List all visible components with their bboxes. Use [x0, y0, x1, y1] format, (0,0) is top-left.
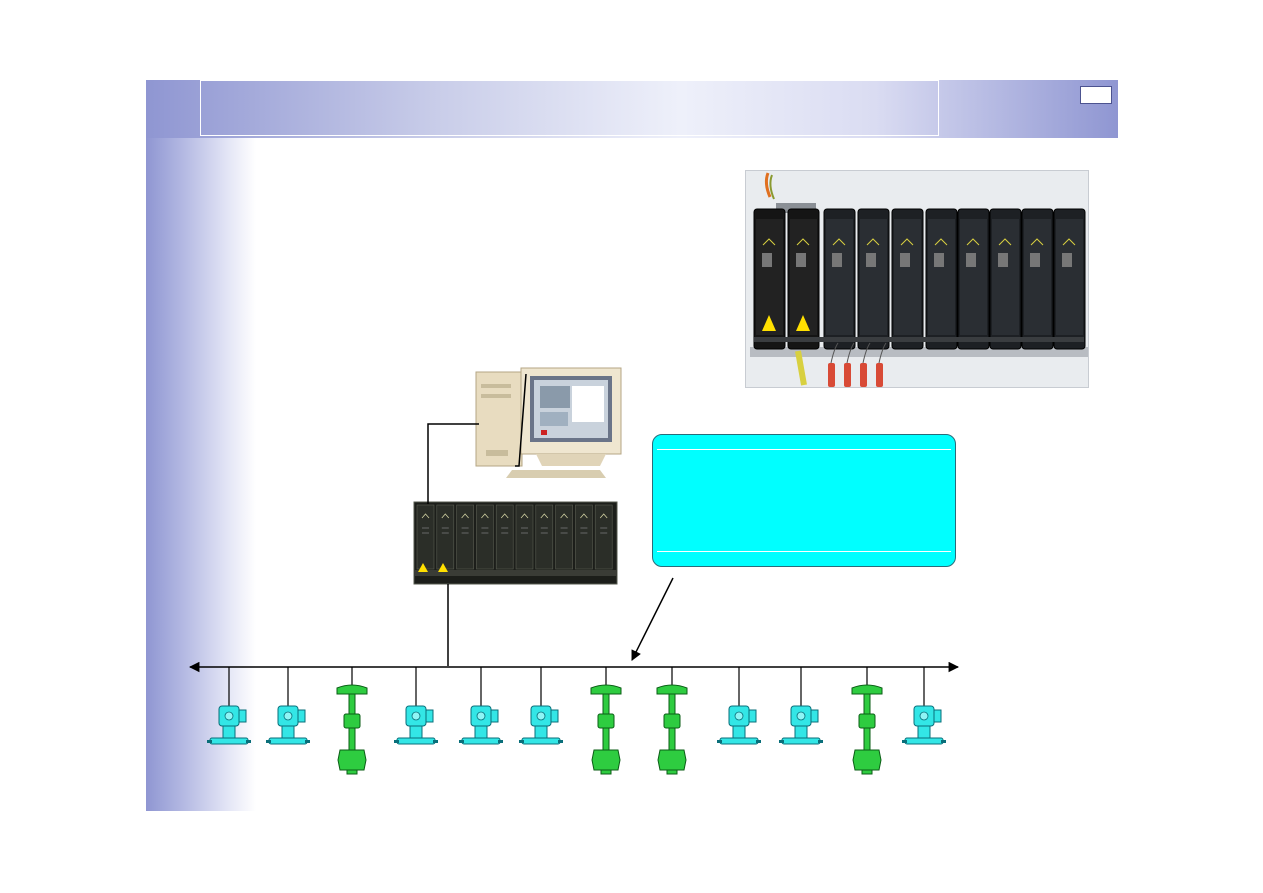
control-valve-icon [656, 667, 688, 775]
rack-module [456, 504, 474, 570]
control-valve-icon [590, 667, 622, 775]
photo-module [1021, 208, 1054, 350]
callout-pointer-arrow [631, 577, 674, 661]
pressure-transmitter-icon [394, 667, 438, 745]
rack-module [555, 504, 573, 570]
slide-title-band [146, 80, 1118, 138]
pressure-transmitter-icon [266, 667, 310, 745]
pressure-transmitter-icon [717, 667, 761, 745]
pressure-transmitter-icon [902, 667, 946, 745]
page-number-badge [1080, 86, 1112, 104]
pressure-transmitter-icon [779, 667, 823, 745]
rack-module [594, 504, 613, 570]
rack-module [575, 504, 593, 570]
callout-bottom-rule [657, 551, 951, 552]
photo-module [857, 208, 890, 350]
pressure-transmitter-icon [459, 667, 503, 745]
control-valve-icon [851, 667, 883, 775]
field-devices [207, 667, 946, 775]
controller-hardware-photo [745, 170, 1089, 388]
rack-module [476, 504, 494, 570]
photo-module [925, 208, 958, 350]
pressure-transmitter-icon [519, 667, 563, 745]
photo-module [957, 208, 990, 350]
control-valve-icon [336, 667, 368, 775]
rack-module [416, 504, 435, 570]
photo-module [787, 208, 820, 350]
slide-title-box [200, 80, 939, 136]
controller-hardware-photo-icon [750, 172, 1088, 387]
slide-side-band [146, 80, 256, 811]
photo-module [753, 208, 786, 350]
pressure-transmitter-icon [207, 667, 251, 745]
workstation-icon [475, 367, 622, 478]
controller-rack-icon [413, 501, 618, 585]
rack-module [495, 504, 514, 570]
photo-module [1053, 208, 1086, 350]
photo-module [989, 208, 1022, 350]
rack-module [436, 504, 455, 570]
callout-top-rule [657, 449, 951, 450]
workstation-link-line [427, 423, 479, 504]
photo-module [823, 208, 856, 350]
photo-module [891, 208, 924, 350]
rack-module [535, 504, 554, 570]
rack-module [515, 504, 534, 570]
callout-box [652, 434, 956, 567]
